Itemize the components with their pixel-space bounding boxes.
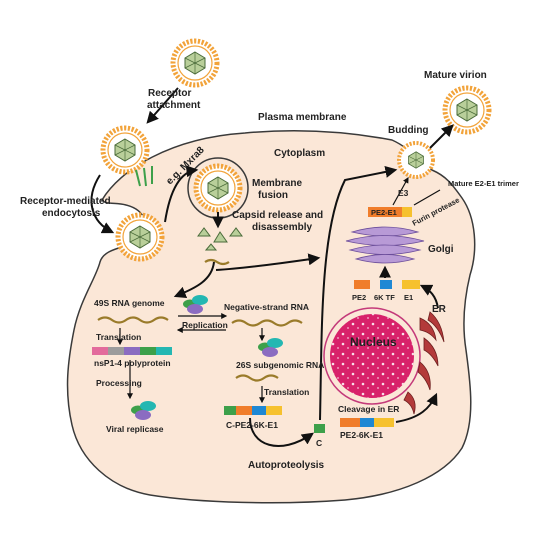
rna-26s-strand bbox=[235, 374, 279, 382]
pe2-6k-e1-bar bbox=[340, 418, 394, 427]
capsid-protein-c bbox=[314, 424, 325, 433]
virion-mature bbox=[445, 88, 489, 132]
virion-endocytosis bbox=[118, 215, 162, 259]
replicase-complex-1 bbox=[183, 295, 208, 314]
arrow-to-budding bbox=[392, 176, 409, 206]
label-budding: Budding bbox=[388, 125, 429, 136]
arrow-furin bbox=[413, 189, 441, 206]
label-6k-tf: 6K TF bbox=[374, 293, 395, 302]
virion-receptor bbox=[103, 128, 147, 172]
label-autoproteolysis: Autoproteolysis bbox=[248, 460, 325, 471]
label-membrane-fusion-1: Membrane bbox=[252, 178, 302, 189]
structural-polyprotein-bar bbox=[224, 406, 282, 415]
label-negative-strand: Negative-strand RNA bbox=[224, 302, 309, 312]
label-receptor-endocytosis-2: endocytosis bbox=[42, 208, 101, 219]
label-capsid-release-2: disassembly bbox=[252, 222, 312, 233]
endoplasmic-reticulum bbox=[403, 311, 445, 415]
nucleus bbox=[323, 307, 421, 405]
separated-proteins bbox=[354, 280, 420, 289]
golgi bbox=[345, 226, 425, 264]
label-pe2-e1: PE2-E1 bbox=[371, 208, 397, 217]
label-c-pe2-6k-e1: C-PE2-6K-E1 bbox=[226, 420, 278, 430]
label-receptor-endocytosis-1: Receptor-mediated bbox=[20, 196, 111, 207]
label-nsp-polyprotein: nsP1-4 polyprotein bbox=[94, 358, 171, 368]
arrow-er-to-golgi bbox=[419, 284, 439, 309]
label-membrane-fusion-2: fusion bbox=[258, 190, 288, 201]
label-processing: Processing bbox=[96, 378, 142, 388]
label-golgi: Golgi bbox=[428, 244, 454, 255]
nsp-polyprotein-bar bbox=[92, 347, 172, 355]
label-rna-49s: 49S RNA genome bbox=[94, 298, 165, 308]
label-nucleus: Nucleus bbox=[350, 335, 397, 349]
arrow-to-fusion bbox=[164, 165, 199, 223]
arrow-attachment bbox=[146, 87, 179, 124]
label-pe2: PE2 bbox=[352, 293, 366, 302]
capsid-fragments bbox=[197, 227, 243, 251]
label-translation-2: Translation bbox=[264, 387, 309, 397]
label-cytoplasm: Cytoplasm bbox=[274, 148, 325, 159]
arrow-c-to-budding bbox=[319, 165, 398, 421]
label-capsid-release-1: Capsid release and bbox=[232, 210, 323, 221]
label-e1: E1 bbox=[404, 293, 413, 302]
arrow-endocytosis bbox=[90, 174, 115, 234]
label-er: ER bbox=[432, 304, 447, 315]
label-replication: Replication bbox=[182, 320, 228, 330]
label-mature-trimer: Mature E2-E1 trimer bbox=[448, 179, 519, 188]
negative-strand-rna bbox=[231, 319, 303, 327]
label-c: C bbox=[316, 438, 322, 448]
released-rna bbox=[204, 258, 230, 266]
arrow-autoproteolysis bbox=[249, 417, 314, 447]
label-rna-26s: 26S subgenomic RNA bbox=[236, 360, 324, 370]
label-receptor-attachment-2: attachment bbox=[147, 100, 201, 111]
budding-virion bbox=[397, 141, 435, 179]
virion-attachment bbox=[173, 41, 217, 85]
label-mature-virion: Mature virion bbox=[424, 70, 487, 81]
virion-fusion bbox=[196, 166, 240, 210]
viral-replicase-icon bbox=[131, 401, 156, 420]
replicase-complex-2 bbox=[258, 338, 283, 357]
label-viral-replicase: Viral replicase bbox=[106, 424, 164, 434]
label-plasma-membrane: Plasma membrane bbox=[258, 112, 347, 123]
cell-body bbox=[66, 130, 476, 504]
label-translation-1: Translation bbox=[96, 332, 141, 342]
arrow-rna-release bbox=[173, 261, 215, 299]
label-e3: E3 bbox=[398, 188, 409, 198]
label-pe2-6k-e1: PE2-6K-E1 bbox=[340, 430, 383, 440]
pe2-e1-complex bbox=[368, 207, 412, 217]
arrow-budding-out bbox=[429, 124, 454, 149]
arrow-cleavage-er bbox=[395, 392, 438, 423]
receptor-mxra8 bbox=[135, 166, 153, 187]
label-receptor-attachment-1: Receptor bbox=[148, 88, 191, 99]
arrow-to-golgi-path bbox=[215, 253, 321, 271]
rna-49s-strand bbox=[97, 316, 169, 324]
label-cleavage-er: Cleavage in ER bbox=[338, 404, 399, 414]
